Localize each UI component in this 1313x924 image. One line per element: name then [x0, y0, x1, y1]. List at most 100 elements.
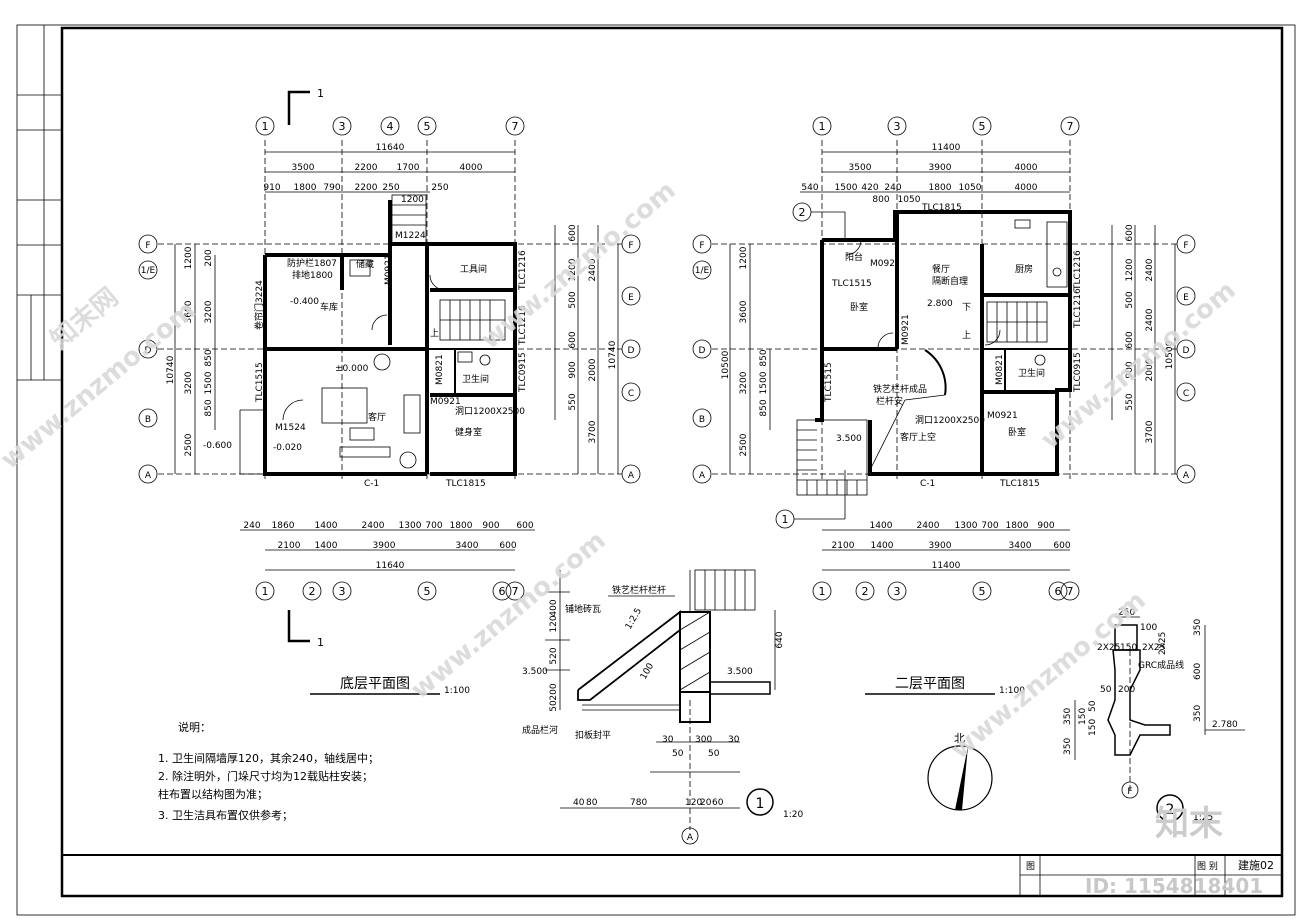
svg-text:铁艺栏杆成品: 铁艺栏杆成品	[873, 383, 927, 395]
svg-text:1400: 1400	[315, 521, 338, 531]
svg-text:C: C	[628, 389, 634, 399]
ground-dims-left: 1200 3600 3200 10740 1500 850 2500 200 8…	[166, 244, 216, 474]
svg-text:上: 上	[962, 330, 971, 341]
svg-text:3400: 3400	[456, 541, 479, 551]
axis-bubble: D	[621, 339, 641, 359]
svg-text:2400: 2400	[588, 258, 598, 281]
svg-text:www.znzmo.com: www.znzmo.com	[1035, 275, 1241, 455]
axis-bubble: F	[1176, 234, 1196, 254]
svg-text:2X25: 2X25	[1142, 643, 1165, 653]
ground-axes-bottom: 1 2 3 5 6 7	[255, 581, 525, 601]
svg-text:11640: 11640	[376, 561, 405, 571]
axis-bubble: 6	[492, 581, 512, 601]
svg-text:1: 1	[819, 120, 826, 133]
tv-cabinet	[403, 394, 421, 434]
upper-dims-right: 600 1200 2400 500 2400 600 900 2000 550 …	[1111, 224, 1176, 474]
svg-text:540: 540	[801, 183, 818, 193]
svg-text:3600: 3600	[739, 300, 749, 323]
svg-text:D: D	[699, 346, 706, 356]
upper-axes-bottom: 1 2 3 5 6 7	[812, 581, 1080, 601]
svg-text:铁艺栏杆栏杆: 铁艺栏杆栏杆	[612, 584, 666, 596]
svg-text:500: 500	[568, 291, 578, 308]
room-label: 客厅	[368, 411, 386, 423]
svg-text:900: 900	[482, 521, 499, 531]
svg-text:3900: 3900	[373, 541, 396, 551]
svg-text:550: 550	[568, 393, 578, 410]
svg-text:1400: 1400	[315, 541, 338, 551]
axis-bubble: 3	[887, 581, 907, 601]
stove	[1014, 219, 1031, 229]
detail-callout-1: 1	[775, 470, 846, 529]
stairs	[439, 299, 506, 341]
svg-text:10740: 10740	[608, 340, 618, 369]
svg-text:E: E	[628, 293, 634, 303]
axis-bubble: F	[1121, 781, 1139, 799]
svg-text:TLC1515: TLC1515	[831, 279, 872, 289]
upper-dims-bottom: 1400 2400 1300 700 1800 900 2100 1400 39…	[822, 521, 1071, 571]
svg-text:F: F	[1127, 787, 1132, 797]
axis-bubble: 6	[1048, 581, 1068, 601]
axis-bubble: 1	[812, 581, 832, 601]
svg-text:铺地砖瓦: 铺地砖瓦	[565, 603, 601, 615]
svg-text:7: 7	[512, 120, 519, 133]
svg-text:1:20: 1:20	[783, 810, 803, 820]
axis-bubble: 1	[812, 116, 832, 136]
svg-text:1800: 1800	[929, 183, 952, 193]
upper-axes-top: 1 3 5 7	[812, 116, 1080, 136]
svg-text:1700: 1700	[397, 163, 420, 173]
svg-text:900: 900	[1125, 361, 1135, 378]
axis-bubble: A	[138, 464, 158, 484]
svg-text:B: B	[145, 415, 151, 425]
axis-bubble: 5	[417, 581, 437, 601]
svg-text:M1224: M1224	[395, 231, 426, 241]
svg-text:1500: 1500	[204, 371, 214, 394]
svg-text:3200: 3200	[739, 371, 749, 394]
svg-text:F: F	[145, 241, 150, 251]
svg-text:A: A	[699, 471, 706, 481]
svg-text:100: 100	[639, 661, 656, 681]
svg-text:2X25: 2X25	[1158, 632, 1168, 655]
svg-text:1800: 1800	[1006, 521, 1029, 531]
svg-text:北: 北	[954, 732, 965, 745]
axis-bubble: C	[1176, 382, 1196, 402]
svg-text:240: 240	[884, 183, 901, 193]
svg-text:-0.400: -0.400	[290, 297, 319, 307]
axis-bubble: 7	[1060, 116, 1080, 136]
upper-walls	[796, 210, 1072, 496]
svg-text:2100: 2100	[832, 541, 855, 551]
svg-text:1500: 1500	[835, 183, 858, 193]
svg-text:3500: 3500	[849, 163, 872, 173]
svg-text:1200: 1200	[568, 258, 578, 281]
axis-bubble: A	[692, 464, 712, 484]
svg-text:www.znzmo.com: www.znzmo.com	[475, 175, 681, 355]
svg-text:3500: 3500	[292, 163, 315, 173]
axis-bubble: D	[692, 339, 712, 359]
svg-text:3.500: 3.500	[727, 667, 753, 677]
svg-text:3700: 3700	[588, 420, 598, 443]
svg-text:1: 1	[819, 585, 826, 598]
svg-text:600: 600	[1053, 541, 1070, 551]
svg-text:10500: 10500	[721, 350, 731, 379]
axis-bubble: F	[138, 234, 158, 254]
svg-text:2400: 2400	[917, 521, 940, 531]
note-item: 1. 卫生间隔墙厚120，其余240，轴线居中；	[158, 751, 379, 765]
ground-floor-plan: 1 3 4 5 7 11640 3500 2200 1700 4000 910 …	[138, 87, 641, 696]
svg-text:M0921: M0921	[987, 411, 1018, 421]
svg-text:50: 50	[708, 749, 720, 759]
svg-text:TLC1815: TLC1815	[445, 479, 486, 489]
svg-text:7: 7	[1067, 120, 1074, 133]
svg-text:1050: 1050	[898, 195, 921, 205]
svg-text:F: F	[1183, 241, 1188, 251]
svg-text:栏杆安: 栏杆安	[876, 395, 903, 407]
svg-text:1: 1	[262, 585, 269, 598]
svg-text:300: 300	[695, 735, 712, 745]
svg-text:1: 1	[317, 636, 324, 649]
svg-text:700: 700	[425, 521, 442, 531]
axis-bubble: A	[681, 827, 699, 845]
svg-text:3600: 3600	[184, 300, 194, 323]
svg-text:3700: 3700	[1145, 420, 1155, 443]
svg-text:成品栏河: 成品栏河	[522, 724, 558, 736]
svg-text:D: D	[145, 346, 152, 356]
upper-axes-side: F 1/E D B A F E D C A	[692, 234, 1196, 484]
svg-text:D: D	[1183, 346, 1190, 356]
